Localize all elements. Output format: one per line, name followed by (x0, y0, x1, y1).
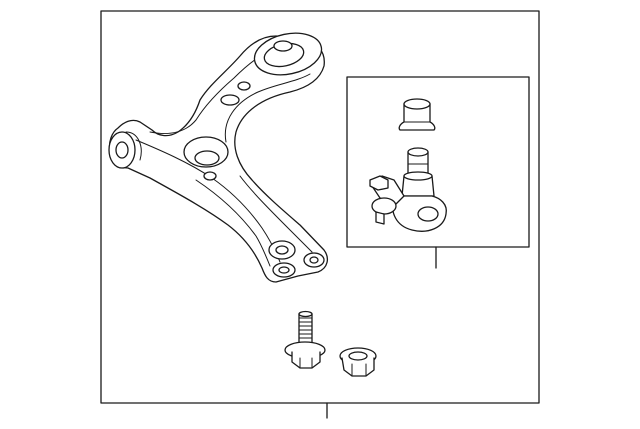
assembly-frame (100, 10, 540, 404)
ball-joint-inset-frame (346, 76, 530, 248)
control-arm-icon (108, 32, 329, 283)
nut-icon (339, 347, 377, 377)
bolt-icon (284, 310, 326, 369)
boot-cap-icon (398, 98, 436, 131)
ball-joint-icon (369, 147, 447, 232)
